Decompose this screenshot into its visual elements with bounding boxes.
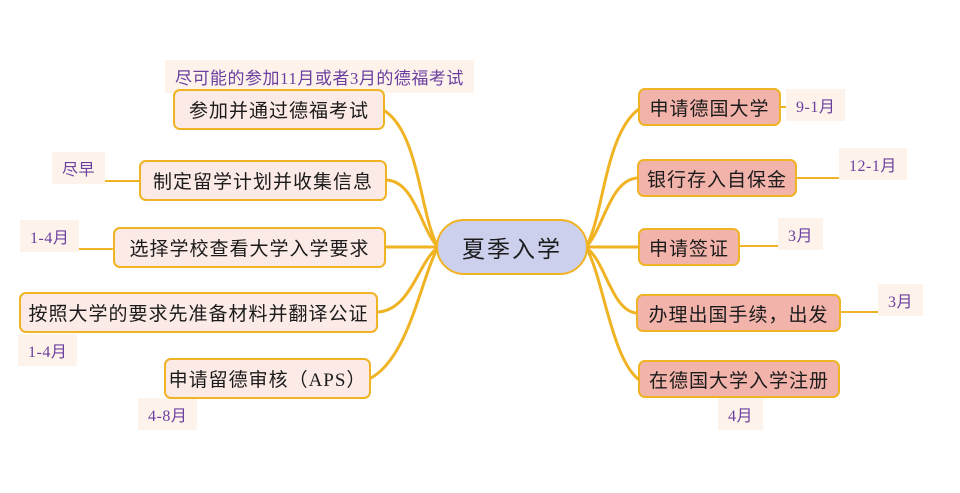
connector-right-4 [586, 247, 638, 315]
node-enrollment[interactable]: 在德国大学入学注册 [638, 360, 840, 398]
node-label: 银行存入自保金 [646, 169, 787, 191]
note-apply-visa: 3月 [778, 218, 824, 250]
node-label: 申请签证 [648, 238, 729, 260]
node-label: 参加并通过德福考试 [188, 101, 369, 122]
connector-right-1 [586, 107, 641, 245]
note-label: 1-4月 [30, 230, 70, 247]
note-study-plan: 尽早 [52, 152, 106, 184]
note-label: 12-1月 [849, 158, 897, 175]
connector-right-2 [586, 176, 639, 247]
node-label: 申请留德审核（APS） [168, 370, 367, 391]
note-label: 1-4月 [28, 344, 68, 361]
note-label: 4-8月 [148, 408, 188, 425]
node-label: 申请德国大学 [649, 98, 770, 120]
note-label: 尽早 [62, 162, 96, 179]
node-label: 选择学校查看大学入学要求 [129, 239, 370, 260]
note-prepare-materials: 1-4月 [18, 334, 78, 366]
node-exit-procedures[interactable]: 办理出国手续，出发 [636, 294, 841, 332]
node-select-school[interactable]: 选择学校查看大学入学要求 [113, 227, 386, 268]
note-toefl-exam: 尽可能的参加11月或者3月的德福考试 [165, 60, 474, 93]
node-label: 按照大学的要求先准备材料并翻译公证 [28, 304, 369, 325]
note-label: 3月 [788, 228, 814, 245]
node-apply-visa[interactable]: 申请签证 [638, 228, 740, 266]
connector-left-4 [376, 247, 438, 314]
node-aps-review[interactable]: 申请留德审核（APS） [164, 358, 371, 399]
note-label: 4月 [728, 408, 754, 425]
note-bank-deposit: 12-1月 [839, 148, 907, 180]
note-aps-review: 4-8月 [138, 398, 198, 430]
connector-right-5 [586, 249, 640, 381]
connector-left-2 [385, 178, 438, 247]
node-label: 办理出国手续，出发 [648, 304, 829, 326]
node-label: 制定留学计划并收集信息 [152, 172, 373, 193]
central-topic[interactable]: 夏季入学 [436, 219, 588, 275]
connector-left-1 [383, 109, 438, 245]
node-study-plan[interactable]: 制定留学计划并收集信息 [139, 160, 387, 201]
node-prepare-materials[interactable]: 按照大学的要求先准备材料并翻译公证 [19, 292, 378, 333]
note-label: 3月 [888, 294, 914, 311]
node-bank-deposit[interactable]: 银行存入自保金 [637, 159, 797, 197]
note-enrollment: 4月 [718, 398, 764, 430]
note-label: 9-1月 [796, 99, 836, 116]
node-apply-university[interactable]: 申请德国大学 [638, 88, 781, 126]
node-toefl-exam[interactable]: 参加并通过德福考试 [173, 89, 385, 130]
node-label: 在德国大学入学注册 [648, 370, 829, 392]
note-select-school: 1-4月 [20, 220, 80, 252]
connector-left-5 [369, 249, 438, 380]
note-apply-university: 9-1月 [786, 89, 846, 121]
note-label: 尽可能的参加11月或者3月的德福考试 [175, 69, 464, 88]
central-topic-label: 夏季入学 [462, 237, 562, 262]
note-exit-procedures: 3月 [878, 284, 924, 316]
